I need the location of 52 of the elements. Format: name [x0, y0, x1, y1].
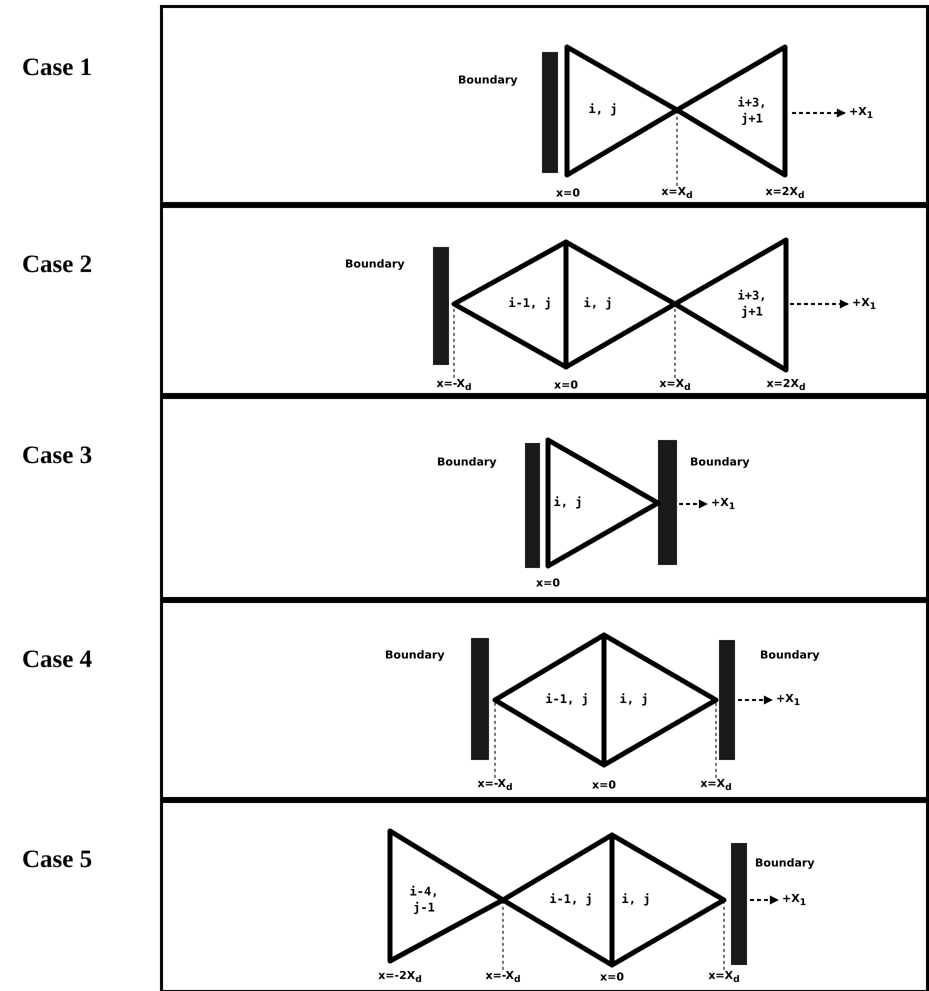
case-heading: Case 4	[22, 647, 92, 672]
leader-line	[502, 902, 504, 970]
triangular-cell	[545, 437, 661, 569]
case-heading: Case 5	[22, 847, 92, 872]
position-label: x=2X$_{d}$	[766, 186, 804, 200]
position-label: x=2X$_{d}$	[766, 378, 806, 392]
boundary-label: Boundary	[458, 74, 518, 86]
leader-line	[494, 702, 496, 778]
position-label: x=-2X$_{d}$	[378, 970, 422, 984]
triangular-cell	[609, 832, 727, 968]
case-heading: Case 2	[22, 252, 92, 277]
position-label: x=0	[592, 780, 616, 790]
cell-label: i-4, j-1	[408, 884, 440, 916]
position-label: x=-X$_{d}$	[436, 378, 472, 392]
position-label: x=X$_{d}$	[700, 778, 732, 792]
cell-label: i+3, j+1	[736, 95, 768, 127]
boundary-label: Boundary	[755, 858, 814, 868]
triangular-cell	[674, 44, 788, 178]
case-heading: Case 3	[22, 443, 92, 468]
cell-label: i, j	[588, 102, 618, 118]
leader-line	[674, 306, 676, 378]
axis-label: +X$_{1}$	[852, 296, 876, 312]
cell-label: i-1, j	[545, 692, 589, 708]
axis-label: +X$_{1}$	[711, 496, 736, 512]
cell-label: i-1, j	[508, 296, 552, 312]
position-label: x=-X$_{d}$	[477, 778, 513, 792]
cell-label: i+3, j+1	[736, 288, 768, 320]
cell-label: i, j	[622, 892, 650, 908]
cell-label: i, j	[554, 495, 582, 511]
case-heading: Case 1	[22, 55, 92, 80]
axis-label: +X$_{1}$	[776, 692, 800, 708]
position-label: x=0	[556, 188, 580, 198]
boundary-label: Boundary	[385, 650, 444, 660]
cell-label: i, j	[584, 296, 612, 312]
position-label: x=-X$_{d}$	[485, 970, 521, 984]
boundary-label: Boundary	[760, 650, 820, 660]
position-label: x=0	[600, 972, 624, 982]
position-label: x=X$_{d}$	[659, 378, 691, 392]
position-label: x=X$_{d}$	[661, 186, 693, 200]
position-label: x=0	[554, 380, 578, 390]
position-label: x=X$_{d}$	[708, 970, 740, 984]
position-label: x=0	[536, 578, 560, 588]
axis-label: +X$_{1}$	[782, 892, 806, 908]
boundary-label: Boundary	[690, 456, 750, 468]
cell-label: i, j	[620, 692, 648, 708]
boundary-label: Boundary	[345, 258, 404, 270]
triangular-cell	[601, 632, 719, 768]
cell-label: i-1, j	[549, 892, 593, 908]
leader-line	[676, 112, 678, 186]
boundary-label: Boundary	[437, 456, 496, 468]
triangular-cell	[672, 237, 789, 373]
axis-label: +X$_{1}$	[849, 106, 874, 120]
